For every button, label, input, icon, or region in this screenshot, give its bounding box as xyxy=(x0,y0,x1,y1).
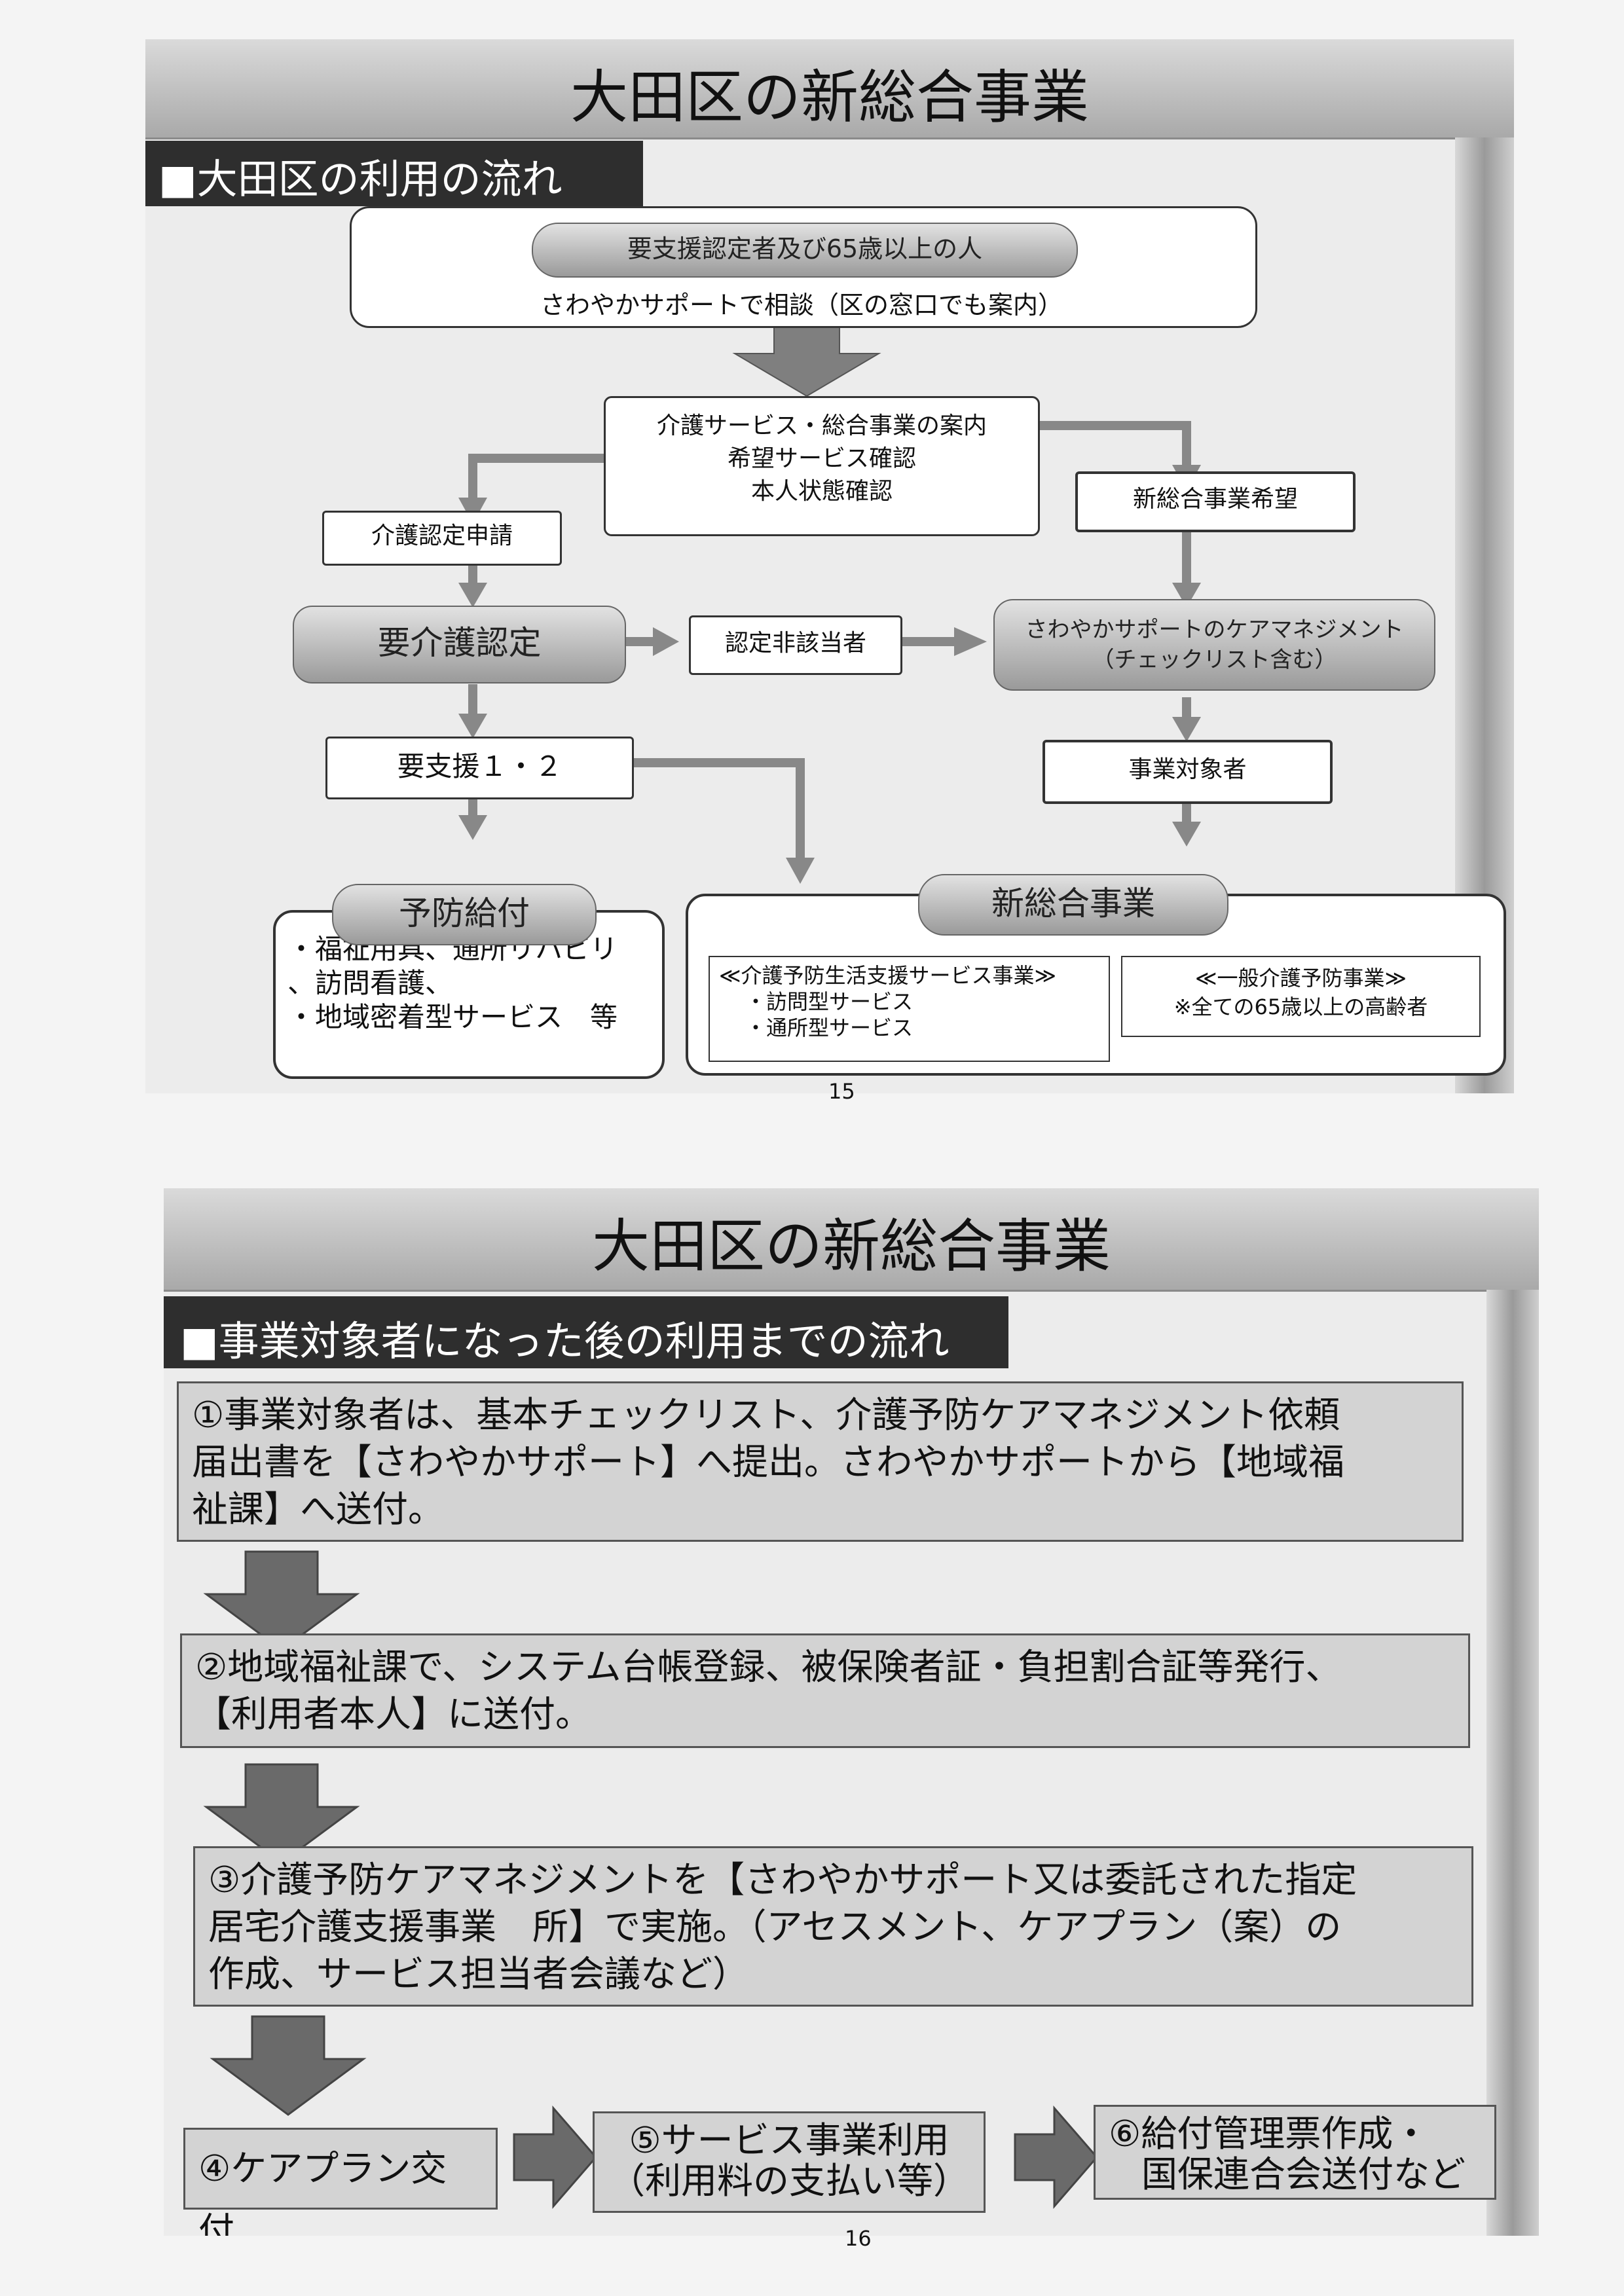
care-certification-pill: 要介護認定 xyxy=(293,606,626,683)
step-line: ③介護予防ケアマネジメントを【さわやかサポート又は委託された指定 xyxy=(208,1859,1357,1901)
guide-box: 介護サービス・総合事業の案内 希望サービス確認 本人状態確認 xyxy=(604,396,1040,536)
step-1-box: ①事業対象者は、基本チェックリスト、介護予防ケアマネジメント依頼 届出書を【さわ… xyxy=(177,1381,1464,1542)
step-5-box: ⑤サービス事業利用 （利用料の支払い等） xyxy=(593,2111,986,2213)
care-management-line: さわやかサポートのケアマネジメント xyxy=(1025,617,1404,643)
step-4-box: ④ケアプラン交付 xyxy=(183,2128,498,2236)
step-line: ①事業対象者は、基本チェックリスト、介護予防ケアマネジメント依頼 xyxy=(192,1394,1340,1436)
step-3-box: ③介護予防ケアマネジメントを【さわやかサポート又は委託された指定 居宅介護支援事… xyxy=(193,1846,1473,2007)
step-line: ②地域福祉課で、システム台帳登録、被保険者証・負担割合証等発行、 xyxy=(195,1646,1342,1688)
new-business-pill: 新総合事業 xyxy=(918,874,1228,936)
slide-16: 大田区の新総合事業 ■事業対象者になった後の利用までの流れ ①事業対象者は、基本… xyxy=(164,1188,1539,2236)
prevention-item: ・地域密着型サービス 等 xyxy=(287,1001,618,1033)
page-number: 16 xyxy=(845,2226,872,2251)
step-line: ⑤サービス事業利用 xyxy=(629,2119,950,2161)
service-line: ※全ての65歳以上の高齢者 xyxy=(1173,994,1428,1019)
care-application-box: 介護認定申請 xyxy=(322,511,562,566)
step-line: 届出書を【さわやかサポート】へ提出。さわやかサポートから【地域福 xyxy=(192,1441,1345,1483)
step-line: 居宅介護支援事業 所】で実施。（アセスメント、ケアプラン（案）の xyxy=(208,1906,1342,1948)
flow-connectors xyxy=(458,327,1201,884)
general-prevention-box: ≪一般介護予防事業≫ ※全ての65歳以上の高齢者 xyxy=(1121,956,1481,1037)
consult-text: さわやかサポートで相談（区の窓口でも案内） xyxy=(540,291,1063,319)
care-management-pill: さわやかサポートのケアマネジメント （チェックリスト含む） xyxy=(993,599,1435,691)
step-line: （利用料の支払い等） xyxy=(608,2160,969,2202)
slide-title-bar: 大田区の新総合事業 xyxy=(164,1188,1539,1292)
step-line: 【利用者本人】に送付。 xyxy=(195,1693,592,1735)
guide-line: 本人状態確認 xyxy=(750,478,893,505)
step-line: 作成、サービス担当者会議など） xyxy=(208,1953,749,1995)
step-2-box: ②地域福祉課で、システム台帳登録、被保険者証・負担割合証等発行、 【利用者本人】… xyxy=(180,1633,1470,1748)
section-header: ■事業対象者になった後の利用までの流れ xyxy=(164,1296,1008,1368)
care-management-line: （チェックリスト含む） xyxy=(1092,647,1337,673)
service-line: ・通所型サービス xyxy=(745,1015,913,1040)
step-arrows xyxy=(203,1550,1098,2210)
step-6-box: ⑥給付管理票作成・ 国保連合会送付など xyxy=(1094,2105,1496,2200)
step-line: ⑥給付管理票作成・ xyxy=(1109,2113,1430,2155)
prevention-benefit-pill: 予防給付 xyxy=(332,884,597,945)
service-line: ≪一般介護予防事業≫ xyxy=(1194,966,1407,991)
slide-title: 大田区の新総合事業 xyxy=(570,64,1089,131)
slide-15: 大田区の新総合事業 ■大田区の利用の流れ xyxy=(145,39,1514,1093)
guide-line: 介護サービス・総合事業の案内 xyxy=(656,412,987,439)
section-header-text: ■大田区の利用の流れ xyxy=(158,155,563,203)
guide-line: 希望サービス確認 xyxy=(727,445,916,472)
prevention-benefit-box: ・福祉用具、通所リハビリ 、訪問看護、 ・地域密着型サービス 等 xyxy=(273,910,665,1079)
step-line: 祉課】へ送付。 xyxy=(192,1488,445,1530)
service-line: ≪介護予防生活支援サービス事業≫ xyxy=(719,963,1057,988)
not-applicable-box: 認定非該当者 xyxy=(689,615,902,675)
target-person-box: 事業対象者 xyxy=(1043,740,1333,804)
page-number: 15 xyxy=(828,1079,855,1104)
lifestyle-support-service-box: ≪介護予防生活支援サービス事業≫ ・訪問型サービス ・通所型サービス xyxy=(709,956,1110,1062)
step-line: 国保連合会送付など xyxy=(1141,2153,1466,2195)
new-business-hope-box: 新総合事業希望 xyxy=(1075,471,1356,532)
support-1-2-box: 要支援１・２ xyxy=(325,737,634,799)
prevention-item: 、訪問看護、 xyxy=(287,967,453,999)
section-header: ■大田区の利用の流れ xyxy=(145,141,643,206)
eligible-persons-pill: 要支援認定者及び65歳以上の人 xyxy=(532,223,1078,278)
slide-title: 大田区の新総合事業 xyxy=(591,1212,1111,1280)
decorative-strip xyxy=(1486,1290,1539,2236)
section-header-text: ■事業対象者になった後の利用までの流れ xyxy=(180,1317,950,1365)
slide-title-bar: 大田区の新総合事業 xyxy=(145,39,1514,139)
service-line: ・訪問型サービス xyxy=(745,989,913,1014)
